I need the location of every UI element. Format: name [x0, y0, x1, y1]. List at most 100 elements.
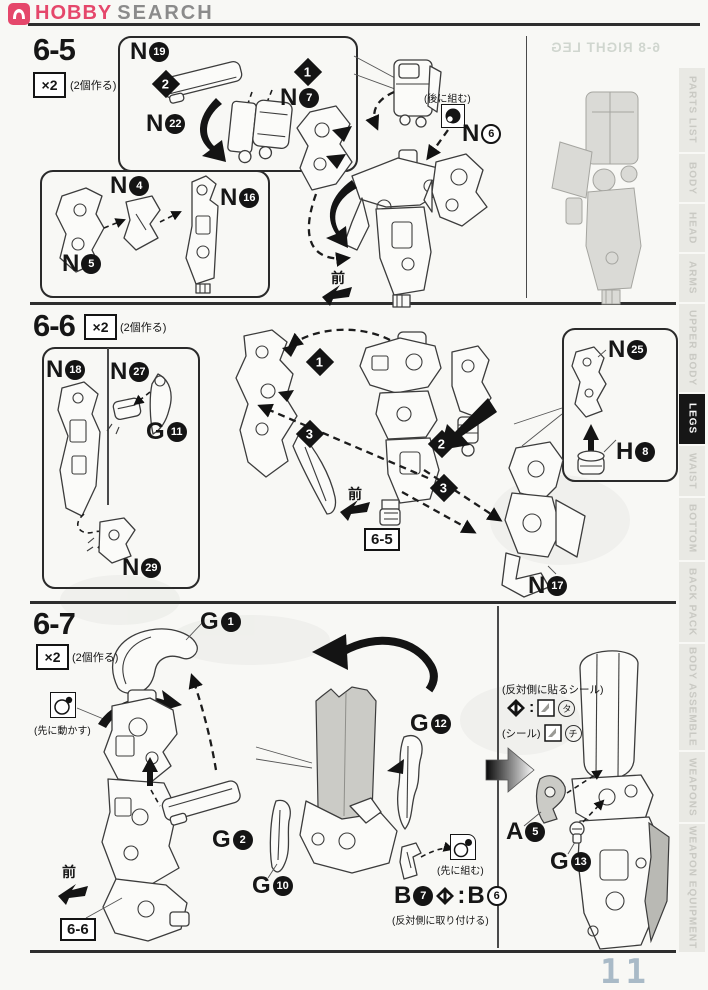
part-number: 5 [81, 254, 102, 274]
tab-waist[interactable]: WAIST [679, 446, 705, 496]
section-header-6-6: 6-6 [33, 308, 76, 343]
curved-arrow [326, 180, 357, 248]
part-letter: G [252, 872, 271, 899]
hobby-search-logo[interactable]: HOBBY SEARCH [8, 2, 214, 25]
tab-upper-body[interactable]: UPPER BODY [679, 304, 705, 392]
part-number: 18 [65, 360, 86, 380]
part-number: 25 [627, 340, 648, 360]
curved-arrow [98, 690, 182, 728]
part-letter: N [608, 336, 626, 363]
tab-bottom[interactable]: BOTTOM [679, 498, 705, 560]
part-letter: N [280, 84, 298, 111]
tab-legs-active[interactable]: LEGS [679, 394, 705, 444]
part-drawing-g1 [112, 628, 198, 694]
part-letter: A [506, 818, 524, 845]
part-number: 6 [486, 886, 507, 906]
attach-opposite-note: (反対側に取り付ける) [392, 916, 489, 927]
rotate-arrow-head [312, 634, 348, 670]
knee-assembly-drawing [235, 329, 298, 478]
part-letter: N [110, 172, 128, 199]
logo-text-search: SEARCH [117, 2, 214, 24]
callout-assemble-later: (後に組む) [424, 94, 471, 105]
part-drawing-g13 [569, 821, 585, 844]
part-letter: G [410, 710, 429, 737]
mirror-diamond-icon [436, 887, 455, 905]
part-number: 19 [149, 42, 170, 62]
s66-right-box [562, 328, 678, 482]
step-marker-1: 1 [305, 347, 335, 377]
section-header-6-5: 6-5 [33, 32, 76, 67]
ref-step-6-6: 6-6 [60, 918, 96, 941]
sticker-opposite-note: (反対側に貼るシール) [502, 684, 604, 696]
polycap-move-icon [54, 696, 73, 715]
part-number: 29 [141, 558, 162, 578]
quantity-note: (2個作る) [72, 652, 119, 664]
part-number: 7 [299, 88, 320, 108]
tab-parts-list[interactable]: PARTS LIST [679, 68, 705, 152]
part-letter: N [46, 356, 64, 383]
hobby-search-logo-icon [8, 2, 30, 25]
part-drawing-n6 [423, 153, 488, 227]
polycap-assemble-icon [453, 839, 472, 858]
part-number: 2 [232, 830, 253, 850]
part-letter: N [462, 120, 480, 147]
tab-weapon-equipment[interactable]: WEAPON EQUIPMENT [679, 824, 705, 952]
page-number: 11 [600, 952, 651, 990]
tab-back-pack[interactable]: BACK PACK [679, 562, 705, 642]
gradient-transition-arrow [485, 747, 535, 793]
part-number: 22 [165, 114, 186, 134]
divider-6-5-6-6 [30, 302, 676, 305]
polycap-icon [445, 108, 461, 124]
quantity-box: ×2 [36, 644, 69, 670]
sticker-mirror-row: : タ [506, 698, 576, 718]
blade-drawing [292, 431, 337, 515]
part-letter: N [220, 184, 238, 211]
part-letter: N [62, 250, 80, 277]
part-letter: N [122, 554, 140, 581]
completed-leg-preview [551, 91, 642, 305]
part-number: 27 [129, 362, 150, 382]
s67-drawing [58, 621, 670, 950]
s66-left-box [42, 347, 200, 589]
callout-assemble-first: (先に組む) [437, 866, 484, 877]
part-number: 5 [525, 822, 546, 842]
quantity-note: (2個作る) [120, 322, 167, 334]
part-number: 12 [430, 714, 451, 734]
quantity-box: ×2 [33, 72, 66, 98]
header-rule [28, 23, 700, 26]
part-number: 4 [129, 176, 150, 196]
part-letter: N [528, 572, 546, 599]
step-marker-2: 2 [427, 429, 457, 459]
section-tabs-sidebar: PARTS LIST BODY HEAD ARMS UPPER BODY LEG… [679, 68, 707, 954]
attach-part-drawing [451, 345, 492, 457]
tab-head[interactable]: HEAD [679, 204, 705, 252]
sticker-label: (シール) [502, 727, 541, 740]
tab-weapons[interactable]: WEAPONS [679, 752, 705, 822]
rotate-arrow-tail [340, 636, 438, 693]
tab-body-assemble[interactable]: BODY ASSEMBLE [679, 644, 705, 750]
leg-frame-drawing [343, 149, 446, 308]
quantity-value: ×2 [41, 77, 58, 93]
quantity-note: (2個作る) [70, 80, 117, 92]
tab-body[interactable]: BODY [679, 154, 705, 202]
part-letter: N [110, 358, 128, 385]
bleed-through-next-title: 6-8 RIGHT LEG [550, 40, 660, 55]
sticker-icon [543, 724, 562, 742]
step-marker-3: 3 [295, 419, 325, 449]
callout-move-first: (先に動かす) [34, 726, 91, 737]
part-drawing-b7 [399, 842, 422, 880]
part-letter: G [200, 608, 219, 635]
part-number: 8 [635, 442, 656, 462]
tab-arms[interactable]: ARMS [679, 254, 705, 302]
center-frame-drawing [359, 331, 442, 526]
